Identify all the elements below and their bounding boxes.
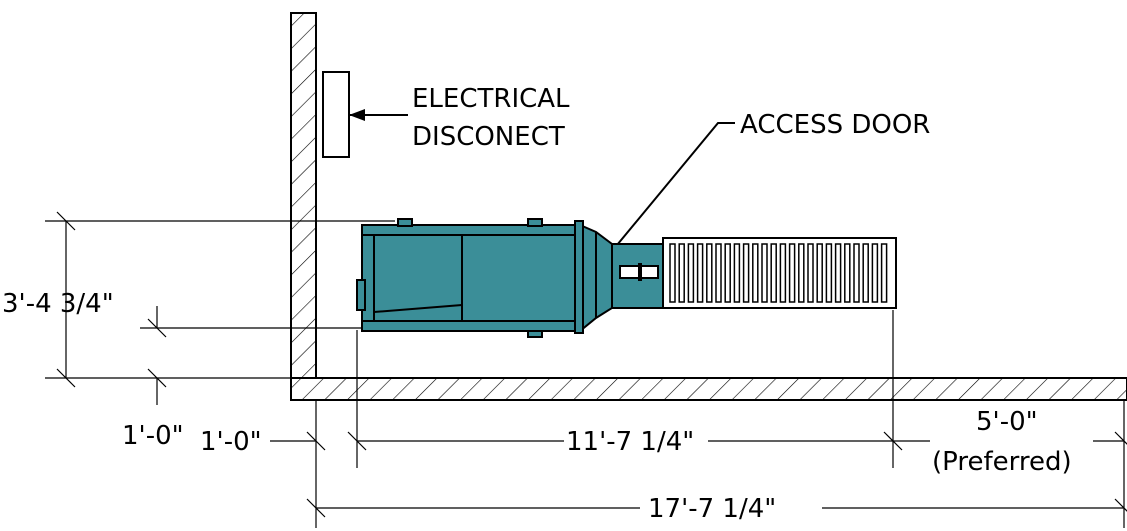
dim-overall-length: 17'-7 1/4" bbox=[648, 494, 776, 524]
conveyor-roller bbox=[816, 243, 823, 303]
conveyor-rollers bbox=[669, 243, 888, 303]
conveyor-roller bbox=[770, 243, 777, 303]
wall-structure bbox=[290, 12, 1127, 401]
conveyor-roller bbox=[724, 243, 731, 303]
conveyor-roller bbox=[678, 243, 685, 303]
extension-lines bbox=[45, 220, 1125, 528]
floor-wall bbox=[290, 377, 1127, 401]
electrical-label-line2: DISCONECT bbox=[412, 122, 565, 152]
electrical-disconnect-box bbox=[322, 71, 350, 158]
dim-height: 3'-4 3/4" bbox=[2, 289, 114, 319]
conveyor-roller bbox=[871, 243, 879, 303]
conveyor-roller bbox=[779, 243, 787, 303]
dim-rear-clearance: 1'-0" bbox=[200, 427, 262, 457]
conveyor-roller bbox=[752, 243, 759, 303]
conveyor-roller bbox=[825, 243, 833, 303]
conveyor-roller bbox=[715, 243, 722, 303]
conveyor-roller bbox=[742, 243, 750, 303]
conveyor-roller bbox=[834, 243, 842, 303]
dim-machine-length: 11'-7 1/4" bbox=[566, 427, 694, 457]
machine-body bbox=[361, 224, 581, 332]
conveyor-roller bbox=[706, 243, 713, 303]
electrical-label-line1: ELECTRICAL bbox=[412, 84, 570, 114]
conveyor-roller bbox=[761, 243, 768, 303]
conveyor-roller bbox=[798, 243, 805, 303]
conveyor-roller bbox=[687, 243, 695, 303]
dim-side-clearance: 1'-0" bbox=[122, 421, 184, 451]
horizontal-dimension-lines bbox=[270, 431, 1127, 518]
conveyor-roller bbox=[880, 243, 888, 303]
conveyor-roller bbox=[853, 243, 860, 303]
conveyor-roller bbox=[788, 243, 796, 303]
machine-unit bbox=[356, 218, 897, 338]
dim-front-clearance: 5'-0" bbox=[976, 407, 1038, 437]
side-wall bbox=[290, 12, 317, 379]
conveyor-roller bbox=[862, 243, 869, 303]
dim-front-note: (Preferred) bbox=[932, 447, 1072, 477]
access-door-label: ACCESS DOOR bbox=[740, 110, 930, 140]
conveyor-roller bbox=[807, 243, 814, 303]
conveyor-roller bbox=[733, 243, 741, 303]
electrical-leader bbox=[349, 109, 408, 121]
conveyor-roller bbox=[696, 243, 704, 303]
conveyor-roller bbox=[669, 243, 676, 303]
vertical-dimension-lines bbox=[56, 211, 167, 405]
conveyor-roller bbox=[844, 243, 851, 303]
